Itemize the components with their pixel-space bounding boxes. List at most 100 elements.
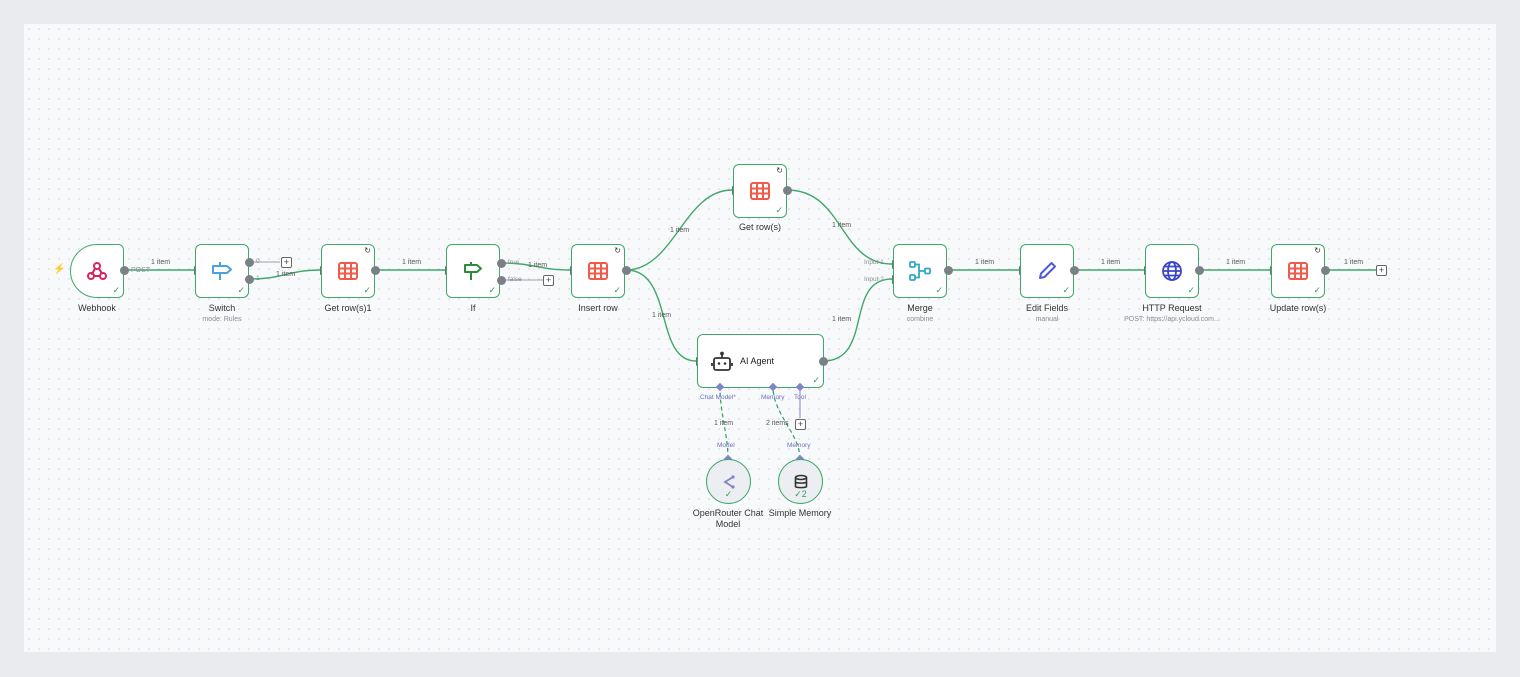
node-label-openrouter-1: OpenRouter Chat (692, 508, 764, 518)
output-handle[interactable] (1194, 265, 1204, 275)
node-label-webhook: Webhook (78, 303, 116, 313)
edge-getrows-merge (786, 189, 893, 265)
merge-icon (907, 258, 933, 284)
output-handle-0[interactable] (244, 257, 254, 267)
success-check-icon: ✓ (112, 285, 120, 295)
output-handle[interactable] (370, 265, 380, 275)
node-get-rows-1[interactable]: ↻ ✓ (321, 244, 375, 298)
success-check-icon: ✓ (1187, 285, 1195, 295)
globe-icon (1159, 258, 1185, 284)
output-handle[interactable] (943, 265, 953, 275)
edge-agent-merge (822, 278, 893, 362)
signpost-icon (209, 258, 235, 284)
edge-label-edit-http: 1 item (1101, 259, 1121, 266)
success-check-icon: ✓ (237, 285, 245, 295)
node-label-ai-agent: AI Agent (740, 356, 775, 366)
output-handle-1[interactable] (244, 274, 254, 284)
add-tool-button[interactable]: + (795, 419, 806, 430)
success-check-icon: ✓ (812, 375, 820, 385)
table-icon (585, 258, 611, 284)
node-webhook[interactable]: ✓ (70, 244, 124, 298)
edge-label-insert-agent: 1 item (652, 312, 672, 319)
robot-icon (710, 350, 734, 374)
node-label-get-rows-1: Get row(s)1 (324, 303, 372, 313)
memory-out-port-label: Memory (787, 442, 811, 449)
success-check-icon: ✓ (488, 285, 496, 295)
edge-label-getrows1-if: 1 item (402, 259, 422, 266)
merge-input-2-label: Input 2 (864, 276, 884, 283)
success-check-icon: ✓ (724, 489, 733, 499)
node-switch[interactable]: ✓ (195, 244, 249, 298)
node-subtitle-switch: mode: Rules (202, 316, 242, 323)
output-handle[interactable] (782, 185, 792, 195)
edge-label-http-update: 1 item (1226, 259, 1246, 266)
edge-label-merge-edit: 1 item (975, 259, 995, 266)
edge-label-agent-merge: 1 item (832, 316, 852, 323)
node-if[interactable]: ✓ (446, 244, 500, 298)
node-label-http-request: HTTP Request (1142, 303, 1202, 313)
add-node-button[interactable]: + (543, 275, 554, 286)
add-node-button[interactable]: + (281, 257, 292, 268)
branch-icon (460, 258, 486, 284)
refresh-icon: ↻ (364, 246, 371, 255)
database-icon (792, 473, 810, 491)
output-handle[interactable] (621, 265, 631, 275)
node-edit-fields[interactable]: ✓ (1020, 244, 1074, 298)
success-check-icon: ✓ (1313, 285, 1321, 295)
node-update-rows[interactable]: ↻ ✓ (1271, 244, 1325, 298)
node-openrouter-chat-model[interactable]: ✓ (706, 459, 751, 504)
node-subtitle-edit-fields: manual (1035, 316, 1059, 323)
edge-insert-agent (625, 269, 697, 362)
edge-label-getrows-merge: 1 item (832, 222, 852, 229)
edge-if-insert (500, 262, 571, 271)
edge-label-webhook-switch: 1 item (151, 259, 171, 266)
output-handle-true[interactable] (496, 258, 506, 268)
table-icon (747, 178, 773, 204)
output-handle[interactable] (119, 265, 129, 275)
node-label-openrouter-2: Model (715, 519, 741, 529)
node-get-rows[interactable]: ↻ ✓ (733, 164, 787, 218)
add-node-button[interactable]: + (1376, 265, 1387, 276)
output-handle-false[interactable] (496, 275, 506, 285)
share-icon (720, 473, 738, 491)
connections-layer (124, 189, 1376, 460)
output-handle[interactable] (1320, 265, 1330, 275)
node-subtitle-merge: combine (906, 316, 934, 323)
success-check-icon: ✓ (775, 205, 783, 215)
edge-label-insert-getrows: 1 item (670, 227, 690, 234)
webhook-icon (84, 258, 110, 284)
node-label-switch: Switch (208, 303, 236, 313)
edge-label-update-end: 1 item (1344, 259, 1364, 266)
node-merge[interactable]: ✓ (893, 244, 947, 298)
node-simple-memory[interactable]: ✓2 (778, 459, 823, 504)
merge-input-1-label: Input 1 (864, 259, 884, 266)
node-insert-row[interactable]: ↻ ✓ (571, 244, 625, 298)
node-label-insert-row: Insert row (578, 303, 618, 313)
edge-label-switch-getrows1: 1 item (276, 271, 296, 278)
output-handle[interactable] (1069, 265, 1079, 275)
node-label-get-rows: Get row(s) (738, 222, 781, 232)
output-handle[interactable] (818, 356, 828, 366)
node-label-merge: Merge (907, 303, 933, 313)
switch-output-1-label: 1 (256, 275, 260, 282)
switch-output-0-label: 0 (256, 258, 260, 265)
edge-label-model-agent: 1 item (714, 420, 734, 427)
edge-label-memory-agent: 2 items (766, 420, 789, 427)
success-check-icon: ✓ (935, 285, 943, 295)
refresh-icon: ↻ (614, 246, 621, 255)
node-subtitle-http-request: POST: https://api.ycloud.com... (1124, 316, 1220, 323)
edge-memory-agent (772, 386, 801, 460)
node-http-request[interactable]: ✓ (1145, 244, 1199, 298)
edge-label-if-insert: 1 item (528, 262, 548, 269)
table-icon (335, 258, 361, 284)
chat-model-port-label: Chat Model* (700, 394, 736, 401)
edge-insert-getrows (625, 189, 733, 271)
success-check-icon: ✓ (613, 285, 621, 295)
memory-port-label: Memory (761, 394, 785, 401)
workflow-canvas[interactable]: ⚡ ✓ Webhook POST 1 item ✓ Switch mode: R… (24, 24, 1496, 652)
tool-port-label: Tool (794, 394, 806, 401)
success-check-icon: ✓ (1062, 285, 1070, 295)
node-ai-agent[interactable]: AI Agent ✓ (697, 334, 824, 388)
trigger-bolt-icon: ⚡ (53, 264, 66, 275)
edge-switch-getrows1 (248, 269, 321, 280)
